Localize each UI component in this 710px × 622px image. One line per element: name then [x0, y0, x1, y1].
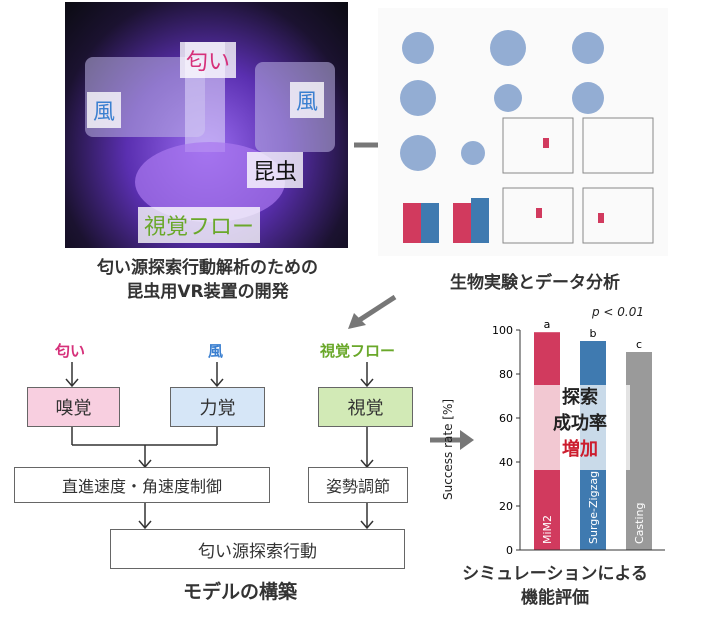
arrow-to-model [348, 294, 397, 329]
y-tick-label: 20 [499, 500, 513, 513]
y-tick-label: 100 [492, 324, 513, 337]
overlay-line2: 成功率 [553, 413, 607, 434]
chart-y-label: Success rate [%] [441, 398, 455, 500]
category-label: Surge-Zigzag [587, 471, 600, 544]
sig-letter: a [544, 318, 551, 331]
y-tick-label: 60 [499, 412, 513, 425]
box-odor-source-search: 匂い源探索行動 [110, 529, 405, 569]
caption-vr: 匂い源探索行動解析のための 昆虫用VR装置の開発 [40, 256, 375, 304]
photo-label-wind-left: 風 [87, 92, 122, 128]
overlay-line1: 探索 [562, 387, 598, 408]
caption-vr-line2: 昆虫用VR装置の開発 [126, 282, 289, 302]
photo-label-odor: 匂い [180, 42, 237, 78]
caption-sim: シミュレーションによる 機能評価 [420, 562, 690, 610]
vr-apparatus-photo: 匂い 風 風 昆虫 視覚フロー [65, 2, 348, 248]
y-tick-label: 40 [499, 456, 513, 469]
arrow-to-simulation [430, 430, 474, 450]
box-posture-control: 姿勢調節 [308, 467, 408, 503]
sig-letter: c [636, 338, 642, 351]
success-overlay: 探索 成功率 増加 [530, 385, 630, 470]
chart-pvalue: p < 0.01 [592, 305, 645, 319]
photo-label-optic-flow: 視覚フロー [138, 207, 261, 243]
overlay-line3: 増加 [562, 439, 598, 460]
category-label: MiM2 [541, 515, 554, 544]
input-wind: 風 [208, 342, 224, 360]
caption-sim-line1: シミュレーションによる [462, 564, 648, 584]
y-tick-label: 0 [506, 544, 513, 557]
caption-vr-line1: 匂い源探索行動解析のための [97, 258, 318, 278]
caption-model: モデルの構築 [182, 581, 297, 603]
caption-bio: 生物実験とデータ分析 [450, 273, 620, 293]
category-label: Casting [633, 503, 646, 544]
sig-letter: b [590, 327, 597, 340]
experiment-plots-figure [378, 8, 668, 256]
y-tick-label: 80 [499, 368, 513, 381]
box-vision: 視覚 [318, 387, 413, 427]
photo-label-wind-right: 風 [290, 82, 325, 118]
box-speed-control: 直進速度・角速度制御 [14, 467, 270, 503]
box-olfaction: 嗅覚 [27, 387, 120, 427]
input-odor: 匂い [55, 342, 86, 360]
photo-label-insect: 昆虫 [247, 152, 304, 188]
box-mechanosensation: 力覚 [170, 387, 265, 427]
bar-casting [626, 352, 652, 550]
caption-sim-line2: 機能評価 [521, 588, 589, 608]
input-visual: 視覚フロー [320, 342, 396, 360]
